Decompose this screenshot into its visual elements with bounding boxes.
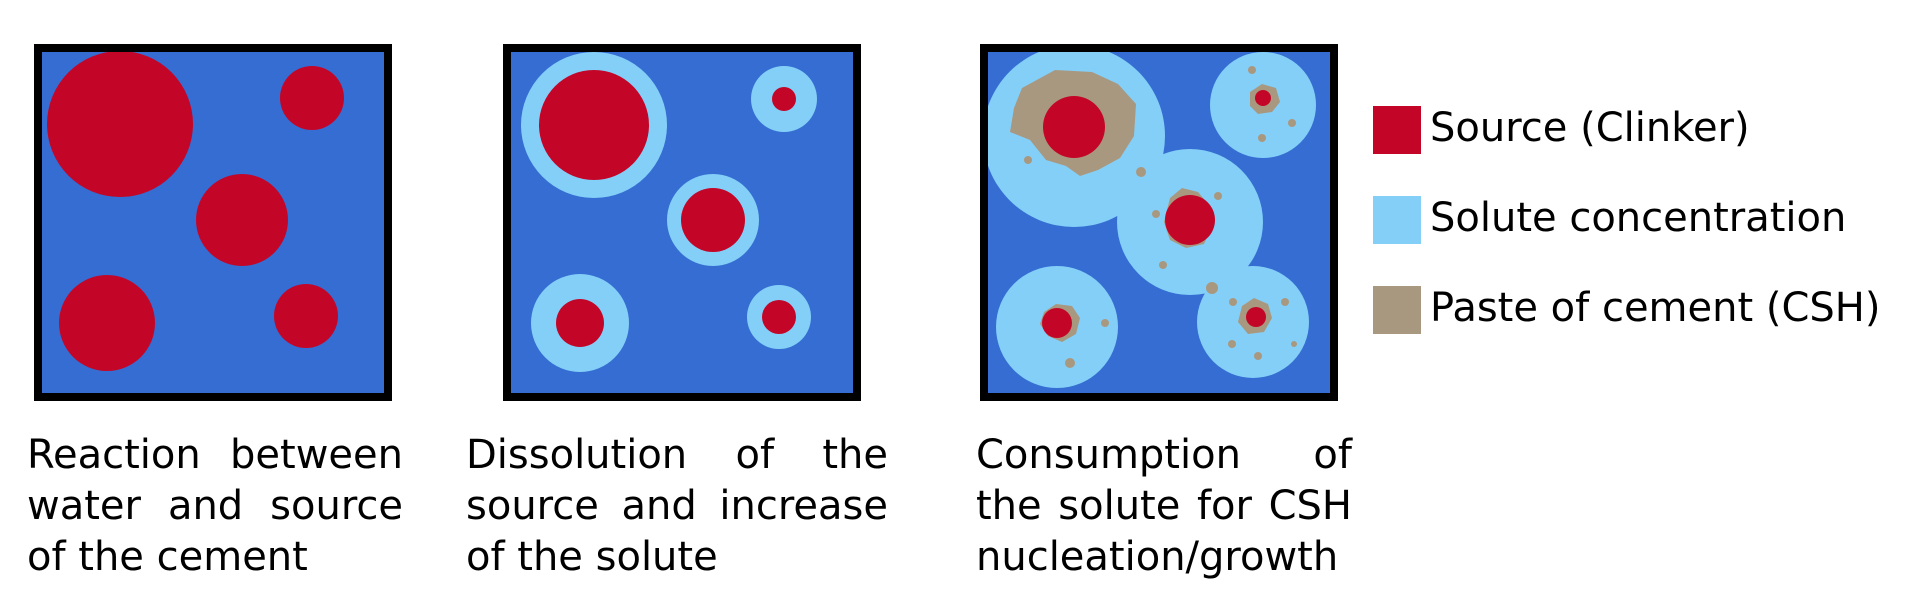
legend-swatch-paste: [1373, 286, 1421, 334]
csh-speck: [1024, 156, 1032, 164]
csh-speck: [1101, 319, 1109, 327]
clinker-particle: [274, 284, 338, 348]
clinker-particle: [1255, 90, 1271, 106]
csh-speck: [1291, 341, 1297, 347]
legend-label-source: Source (Clinker): [1430, 105, 1750, 151]
caption-reaction: Reaction between water and source of the…: [27, 430, 403, 583]
legend-swatch-source: [1373, 106, 1421, 154]
csh-speck: [1159, 261, 1167, 269]
clinker-particle: [762, 300, 796, 334]
panel-consumption: [980, 44, 1338, 401]
caption-line: source and increase: [466, 483, 888, 529]
caption-consumption: Consumption of the solute for CSH nuclea…: [976, 430, 1352, 583]
csh-speck: [1228, 340, 1236, 348]
clinker-particle: [772, 87, 796, 111]
panel-frame: [503, 44, 861, 401]
clinker-particle: [280, 66, 344, 130]
caption-line: Reaction between: [27, 432, 403, 478]
caption-line: of the cement: [27, 534, 308, 580]
clinker-particle: [47, 51, 193, 197]
csh-speck: [1065, 358, 1075, 368]
panel-frame: [980, 44, 1338, 401]
legend-label-paste: Paste of cement (CSH): [1430, 285, 1881, 331]
csh-speck: [1026, 111, 1034, 119]
clinker-particle: [539, 70, 649, 180]
csh-speck: [1206, 282, 1218, 294]
csh-speck: [1254, 352, 1262, 360]
csh-speck: [1288, 119, 1296, 127]
caption-line: the solute for CSH: [976, 483, 1352, 529]
csh-speck: [1258, 134, 1266, 142]
caption-line: of the solute: [466, 534, 718, 580]
legend-swatch-solute: [1373, 196, 1421, 244]
clinker-particle: [1165, 195, 1215, 245]
clinker-particle: [196, 174, 288, 266]
csh-speck: [1152, 210, 1160, 218]
csh-speck: [1106, 136, 1114, 144]
panel-frame: [34, 44, 392, 401]
caption-line: nucleation/growth: [976, 534, 1339, 580]
csh-speck: [1229, 298, 1237, 306]
clinker-particle: [556, 299, 604, 347]
panel-dissolution: [503, 44, 861, 401]
clinker-particle: [681, 188, 745, 252]
clinker-particle: [1042, 308, 1072, 338]
clinker-particle: [59, 275, 155, 371]
panel-reaction: [34, 44, 392, 401]
csh-speck: [1214, 192, 1222, 200]
caption-line: water and source: [27, 483, 403, 529]
csh-specks: [1024, 66, 1297, 368]
caption-line: Dissolution of the: [466, 432, 888, 478]
csh-speck: [1248, 66, 1256, 74]
clinker-particle: [1043, 96, 1105, 158]
caption-dissolution: Dissolution of the source and increase o…: [466, 430, 888, 583]
csh-speck: [1136, 167, 1146, 177]
caption-line: Consumption of: [976, 432, 1352, 478]
csh-speck: [1281, 298, 1289, 306]
clinker-particle: [1246, 307, 1266, 327]
legend-label-solute: Solute concentration: [1430, 195, 1847, 241]
